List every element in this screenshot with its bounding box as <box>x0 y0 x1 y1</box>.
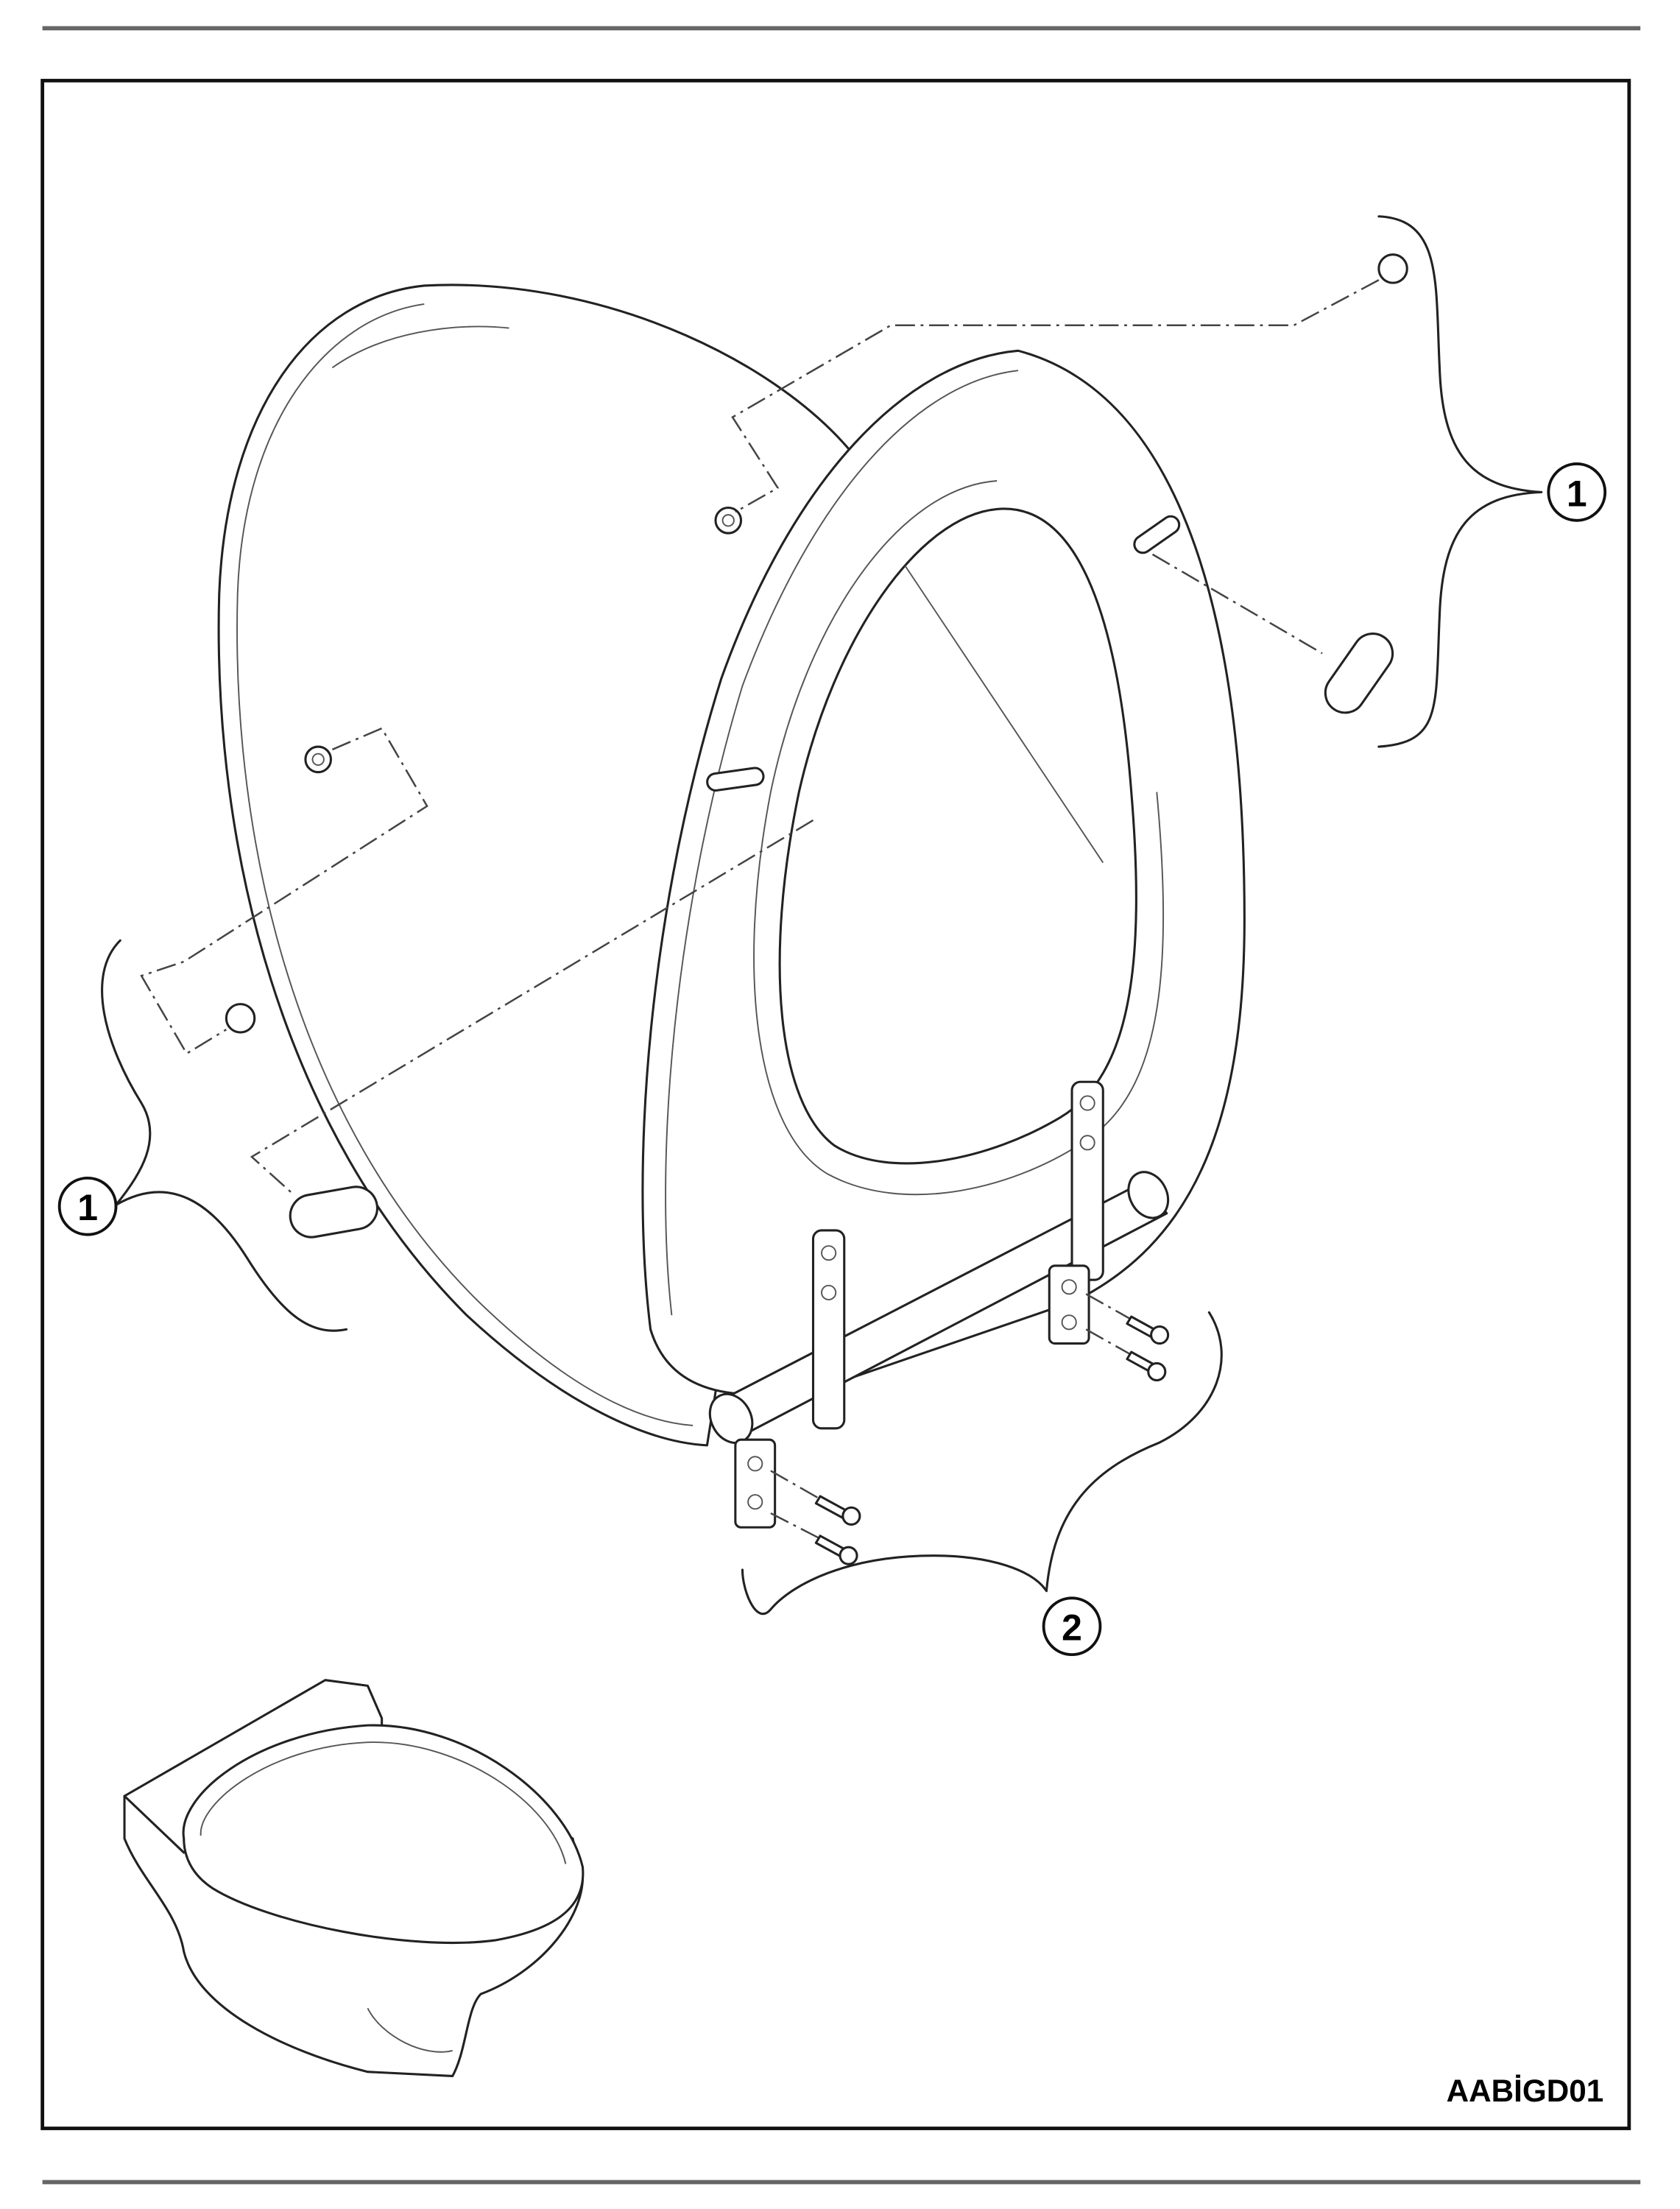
callout-1-right: 1 <box>1547 462 1607 522</box>
callout-number: 2 <box>1062 1607 1082 1649</box>
drawing-frame <box>40 79 1631 2130</box>
callout-1-left: 1 <box>57 1176 118 1236</box>
callout-2-bottom: 2 <box>1042 1596 1102 1657</box>
callout-number: 1 <box>77 1187 98 1228</box>
drawing-code: AABİGD01 <box>1447 2074 1604 2108</box>
toilet-illustration <box>123 1679 585 2077</box>
hinge-assembly <box>708 1080 1170 1529</box>
buffers <box>140 253 1408 1239</box>
callout-number: 1 <box>1567 473 1587 514</box>
screws <box>770 1293 1170 1565</box>
